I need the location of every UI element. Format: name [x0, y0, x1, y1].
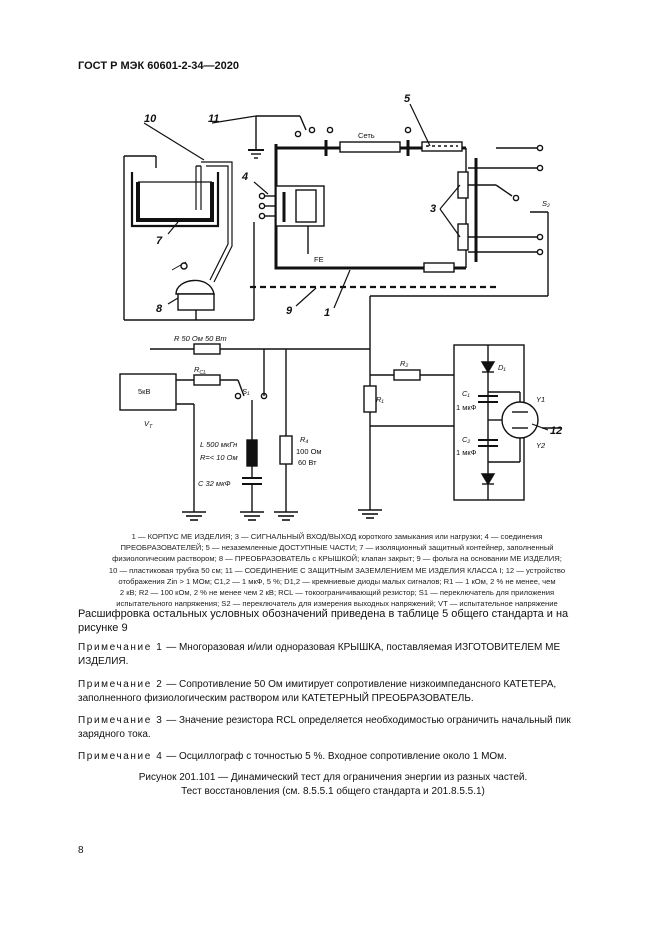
protective-earth — [248, 115, 412, 159]
label-capacitance: C 32 мкФ — [198, 479, 231, 488]
label-c1-value: 1 мкФ — [456, 403, 477, 412]
page-number: 8 — [78, 845, 84, 856]
pressure-transducer — [171, 261, 215, 320]
me-equipment-enclosure — [258, 140, 496, 273]
note-2: Примечание 2 — Сопротивление 50 Ом имити… — [78, 678, 588, 706]
callout-8: 8 — [156, 303, 163, 315]
legend-line: 2 кВ; R2 — 100 кОм, 2 % не менее чем 2 к… — [119, 588, 555, 598]
legend-line: ПРЕОБРАЗОВАТЕЛЕЙ; 5 — незаземленные ДОСТ… — [120, 543, 554, 553]
label-c1: C₁ — [462, 389, 470, 398]
label-r4-value: 100 Ом — [296, 447, 322, 456]
label-s1: S₁ — [242, 387, 250, 396]
figure-caption: Рисунок 201.101 — Динамический тест для … — [78, 771, 588, 799]
figure-legend: 1 — КОРПУС МЕ ИЗДЕЛИЯ; 3 — СИГНАЛЬНЫЙ ВХ… — [92, 531, 582, 609]
callout-12: 12 — [550, 425, 562, 437]
note-label: Примечание 3 — [78, 715, 164, 726]
callout-1: 1 — [324, 307, 330, 319]
note-label: Примечание 1 — [78, 642, 164, 653]
callout-7: 7 — [156, 235, 163, 247]
legend-line: 10 — пластиковая трубка 50 см; 11 — СОЕД… — [108, 565, 566, 575]
ground-symbols — [182, 509, 382, 521]
document-header: ГОСТ Р МЭК 60601-2-34—2020 — [78, 60, 239, 72]
label-r50: R 50 Ом 50 Вт — [174, 334, 227, 343]
note-label: Примечание 4 — [78, 751, 164, 762]
callout-4: 4 — [241, 171, 248, 183]
legend-line: 1 — КОРПУС МЕ ИЗДЕЛИЯ; 3 — СИГНАЛЬНЫЙ ВХ… — [131, 532, 543, 541]
label-mains: Сеть — [358, 131, 375, 140]
legend-line: отображения Zin > 1 МОм; C1,2 — 1 мкФ, 5… — [118, 576, 556, 586]
callout-10: 10 — [144, 113, 157, 125]
note-text: — Многоразовая и/или одноразовая КРЫШКА,… — [78, 642, 561, 667]
callout-3: 3 — [430, 203, 436, 215]
label-rcl: RCL — [194, 365, 206, 376]
note-text: — Значение резистора RCL определяется не… — [78, 715, 571, 740]
callout-5: 5 — [404, 93, 411, 105]
label-r4-power: 60 Вт — [298, 458, 317, 467]
legend-line: физиологическим раствором; 8 — ПРЕОБРАЗО… — [112, 554, 562, 564]
label-r4: R₄ — [300, 435, 308, 444]
label-y1: Y1 — [536, 395, 545, 404]
label-c2: C₂ — [462, 435, 470, 444]
label-c2-value: 1 мкФ — [456, 448, 477, 457]
caption-line: Рисунок 201.101 — Динамический тест для … — [138, 772, 528, 783]
label-fe: FE — [314, 255, 324, 264]
callout-9: 9 — [286, 305, 293, 317]
test-circuit — [119, 222, 562, 512]
label-inductor-resistance: R=< 10 Ом — [200, 453, 238, 462]
legend-line: испытательного напряжения; S2 — переключ… — [116, 599, 558, 609]
label-inductance: L 500 мкГн — [200, 440, 237, 449]
label-vt: VT — [144, 419, 153, 430]
output-switch-s2 — [495, 144, 549, 296]
label-y2: Y2 — [536, 441, 546, 450]
label-d1: D₁ — [498, 363, 506, 372]
label-r2: R₂ — [400, 359, 408, 368]
callout-leaders — [143, 103, 549, 431]
note-4: Примечание 4 — Осциллограф с точностью 5… — [78, 750, 588, 764]
note-text: — Осциллограф с точностью 5 %. Входное с… — [163, 751, 507, 762]
label-source: 5кВ — [138, 387, 150, 396]
caption-line: Тест восстановления (см. 8.5.5.1 общего … — [181, 786, 485, 797]
label-r1: R₁ — [376, 395, 384, 404]
note-3: Примечание 3 — Значение резистора RCL оп… — [78, 714, 588, 742]
note-1: Примечание 1 — Многоразовая и/или однора… — [78, 641, 588, 669]
label-s2: S₂ — [542, 199, 550, 208]
note-label: Примечание 2 — [78, 679, 164, 690]
note-text: — Сопротивление 50 Ом имитирует сопротив… — [78, 679, 557, 704]
callout-11: 11 — [208, 113, 219, 125]
description-paragraph: Расшифровка остальных условных обозначен… — [78, 608, 569, 634]
